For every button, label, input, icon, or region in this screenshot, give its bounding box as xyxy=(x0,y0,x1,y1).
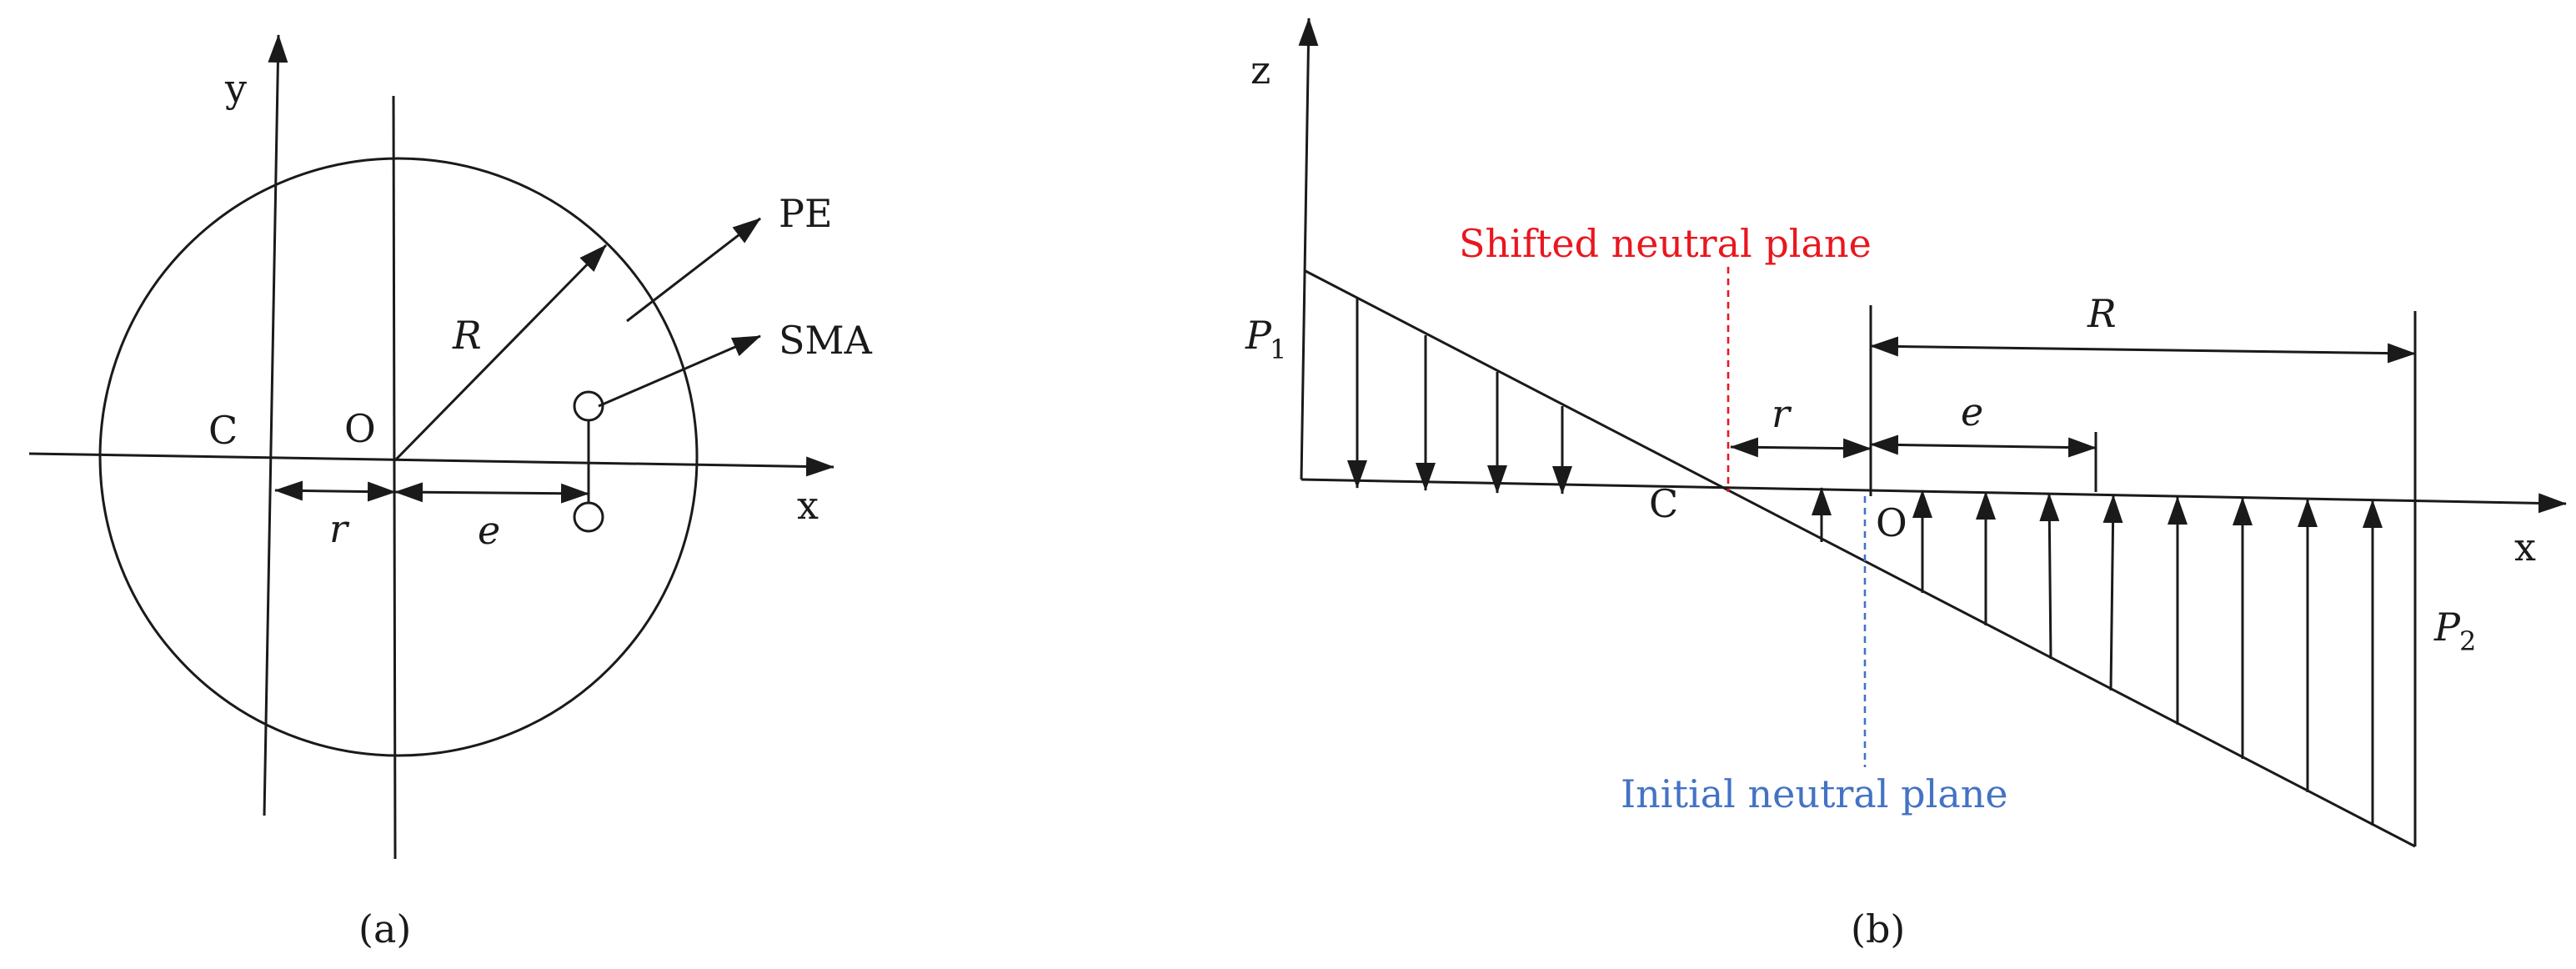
label-pe: PE xyxy=(779,191,833,236)
panel-b: z x C O P 1 P 2 R r e Shifted neutral pl… xyxy=(1245,18,2567,951)
label-p1-sub: 1 xyxy=(1270,334,1286,365)
label-o-b: O xyxy=(1876,500,1907,545)
dimension-r-b xyxy=(1730,437,1872,459)
label-z: z xyxy=(1250,48,1270,93)
label-p2-sub: 2 xyxy=(2459,625,2476,657)
label-sma: SMA xyxy=(779,318,873,363)
label-y: y xyxy=(224,66,247,111)
dimension-r xyxy=(274,480,396,502)
caption-b: (b) xyxy=(1851,906,1905,951)
label-e-b: e xyxy=(1961,389,1983,434)
tension-arrow-4 xyxy=(2039,493,2060,660)
x-axis-b xyxy=(1301,478,2567,514)
label-shifted-neutral-plane: Shifted neutral plane xyxy=(1459,221,1872,266)
label-radius: R xyxy=(452,313,482,358)
dimension-e-b xyxy=(1870,434,2097,458)
label-c: C xyxy=(208,408,238,453)
label-initial-neutral-plane: Initial neutral plane xyxy=(1621,771,2008,816)
panel-a: y x C O R r e PE SMA (a) xyxy=(28,34,873,951)
dimension-radius-b xyxy=(1870,336,2416,364)
label-x: x xyxy=(797,483,819,528)
label-r-b: r xyxy=(1772,391,1792,436)
stress-distribution-line xyxy=(1305,269,2416,848)
pe-pointer xyxy=(626,217,761,323)
z-axis xyxy=(1298,18,1319,480)
label-radius-b: R xyxy=(2087,291,2117,336)
label-x-b: x xyxy=(2514,525,2536,570)
sma-wire-bottom xyxy=(573,501,604,533)
sma-pointer xyxy=(598,334,761,408)
label-o: O xyxy=(344,406,376,451)
dimension-e xyxy=(394,482,589,504)
x-axis xyxy=(28,452,834,477)
label-p2: P xyxy=(2433,605,2461,650)
tension-arrow-5 xyxy=(2102,495,2123,691)
label-e: e xyxy=(478,508,500,553)
cross-section-circle xyxy=(98,157,699,757)
radius-line xyxy=(393,244,608,462)
label-r: r xyxy=(329,506,350,551)
sma-wire-top xyxy=(573,390,604,422)
label-c-b: C xyxy=(1649,481,1678,526)
label-p1: P xyxy=(1245,313,1272,358)
vertical-through-o xyxy=(392,95,397,860)
y-axis xyxy=(263,34,288,816)
caption-a: (a) xyxy=(358,906,411,951)
